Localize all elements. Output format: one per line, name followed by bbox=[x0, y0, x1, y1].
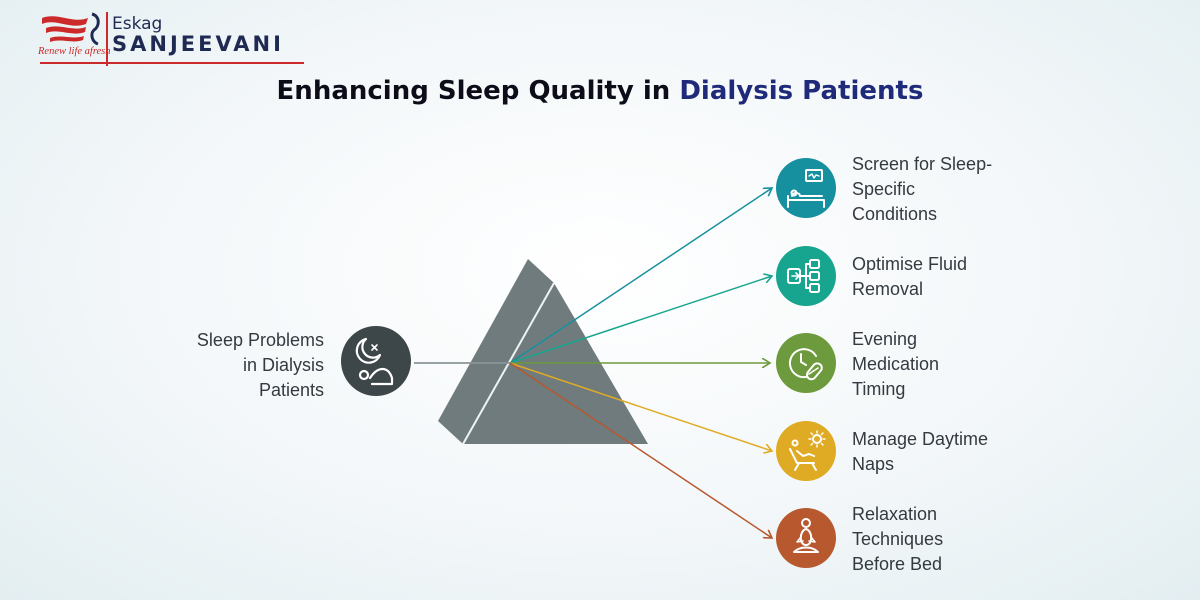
output-label-5: Relaxation Techniques Before Bed bbox=[852, 504, 944, 574]
logo: Eskag SANJEEVANI Renew life afresh bbox=[38, 10, 308, 68]
moon-sleeping-person-icon bbox=[355, 337, 394, 386]
source-node bbox=[341, 326, 411, 396]
output-rays bbox=[509, 188, 772, 538]
logo-underline bbox=[40, 62, 304, 64]
bed-monitor-icon bbox=[787, 169, 825, 208]
meditation-icon bbox=[793, 518, 819, 553]
output-circle-4 bbox=[776, 421, 836, 481]
ray-4 bbox=[509, 362, 772, 451]
output-node-3 bbox=[776, 333, 836, 393]
prism-back-face bbox=[438, 259, 554, 444]
output-circle-1 bbox=[776, 158, 836, 218]
title-part-2: Dialysis Patients bbox=[679, 76, 924, 106]
page-title: Enhancing Sleep Quality in Dialysis Pati… bbox=[0, 76, 1200, 106]
logo-divider bbox=[106, 12, 108, 66]
logo-subbrand: SANJEEVANI bbox=[112, 32, 284, 56]
source-label: Sleep Problems in Dialysis Patients bbox=[196, 330, 324, 400]
output-node-1 bbox=[776, 158, 836, 218]
output-label-4: Manage Daytime Naps bbox=[852, 429, 989, 474]
output-circle-5 bbox=[776, 508, 836, 568]
output-node-4 bbox=[776, 421, 836, 481]
output-label-2: Optimise Fluid Removal bbox=[852, 254, 968, 299]
output-label-1: Screen for Sleep- Specific Conditions bbox=[852, 154, 993, 224]
flow-chart-icon bbox=[787, 259, 820, 293]
lounge-chair-sun-icon bbox=[789, 430, 826, 471]
logo-tagline: Renew life afresh bbox=[38, 46, 111, 57]
flag-logo-icon bbox=[42, 12, 100, 46]
output-circle-3 bbox=[776, 333, 836, 393]
ray-2 bbox=[509, 276, 772, 364]
title-part-1: Enhancing Sleep Quality in bbox=[276, 76, 680, 106]
logo-brand: Eskag bbox=[112, 14, 163, 34]
clock-pill-icon bbox=[788, 348, 823, 381]
ray-1 bbox=[509, 188, 772, 364]
ray-5 bbox=[509, 362, 772, 538]
output-node-5 bbox=[776, 508, 836, 568]
output-node-2 bbox=[776, 246, 836, 306]
output-label-3: Evening Medication Timing bbox=[852, 329, 940, 399]
